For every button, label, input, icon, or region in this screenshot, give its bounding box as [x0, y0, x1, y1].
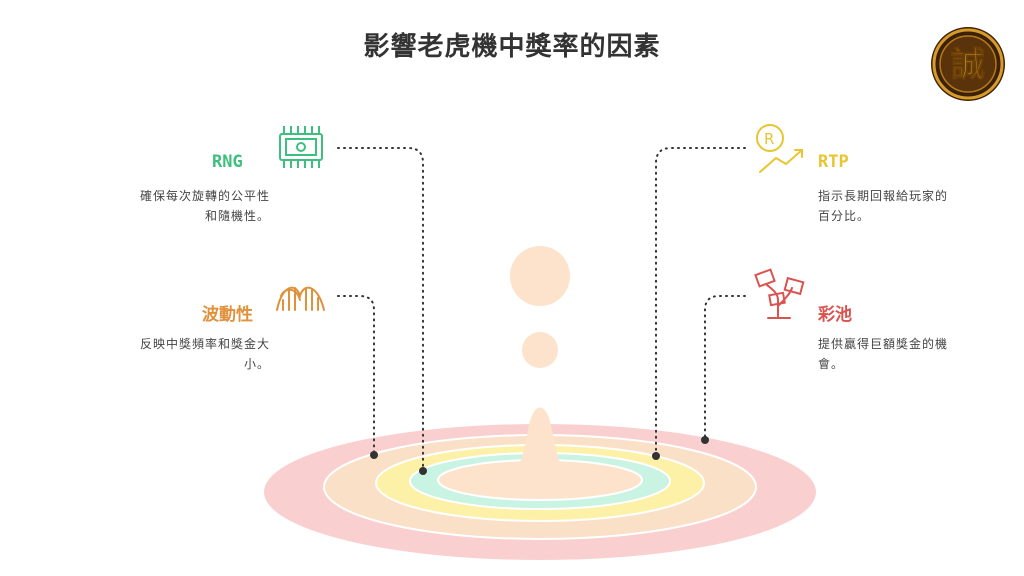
growth-arrow-icon: R — [756, 124, 803, 173]
factor-desc-line: 提供贏得巨額獎金的機 — [818, 337, 949, 351]
money-tree-icon — [754, 268, 805, 319]
connector-rtp — [655, 147, 746, 456]
factor-desc-rng: 確保每次旋轉的公平性 和隨機性。 — [80, 186, 270, 226]
logo-char: 誠 — [951, 45, 985, 85]
factor-desc-line: 反映中獎頻率和獎金大 — [139, 337, 270, 351]
connector-jackpot — [704, 295, 746, 440]
splash-peak — [488, 407, 592, 480]
connector-volatility-dot — [370, 451, 378, 459]
factor-desc-line: 和隨機性。 — [204, 209, 270, 223]
factor-desc-line: 百分比。 — [818, 209, 871, 223]
factor-desc-line: 會。 — [818, 357, 845, 371]
droplet-large — [510, 246, 570, 306]
page-title: 影響老虎機中獎率的因素 — [363, 32, 661, 62]
badge-logo: 誠 — [931, 27, 1005, 101]
factor-desc-line: 指示長期回報給玩家的 — [818, 189, 949, 203]
rollercoaster-icon — [276, 286, 325, 311]
connector-jackpot-dot — [701, 436, 709, 444]
factor-label-rtp: RTP — [818, 152, 849, 172]
factor-label-rng: RNG — [212, 152, 243, 172]
factor-desc-rtp: 指示長期回報給玩家的 百分比。 — [818, 186, 1008, 226]
chip-icon — [279, 126, 323, 168]
factor-desc-line: 確保每次旋轉的公平性 — [139, 189, 270, 203]
factor-desc-jackpot: 提供贏得巨額獎金的機 會。 — [818, 334, 1008, 374]
connector-rng — [337, 147, 424, 471]
droplet-small — [522, 332, 558, 368]
factor-desc-line: 小。 — [243, 357, 270, 371]
factor-label-jackpot: 彩池 — [818, 305, 852, 325]
connector-rtp-dot — [652, 452, 660, 460]
factor-label-volatility: 波動性 — [202, 305, 253, 325]
connector-rng-dot — [419, 467, 427, 475]
connector-volatility — [337, 295, 375, 455]
svg-text:R: R — [764, 130, 774, 148]
factor-desc-volatility: 反映中獎頻率和獎金大 小。 — [80, 334, 270, 374]
